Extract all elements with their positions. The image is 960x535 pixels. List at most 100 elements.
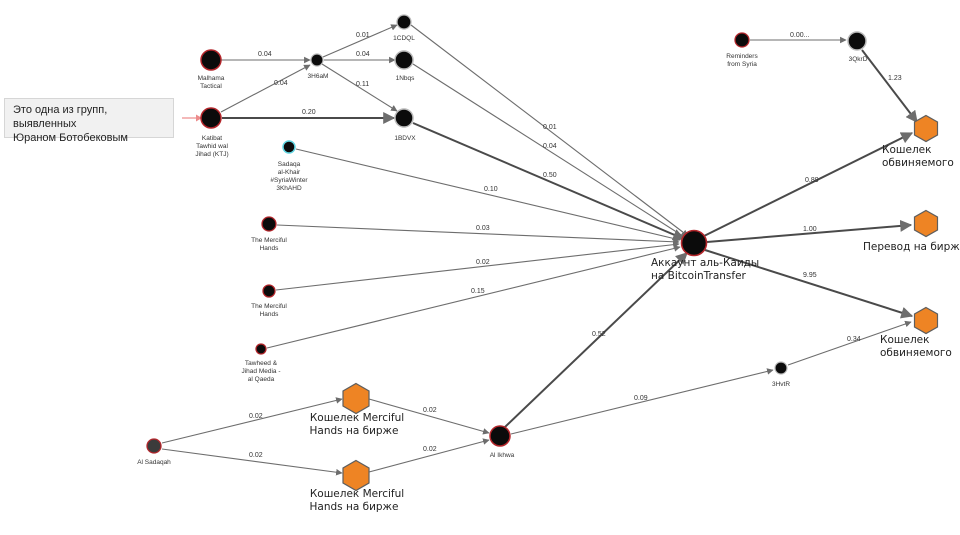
node-label: Кошелек	[882, 144, 931, 156]
edge-label: 0.10	[484, 186, 498, 193]
node-label: 1BDVX	[394, 135, 416, 142]
edge-alikhwa-3hvtr	[510, 368, 774, 435]
edge-sadaqa-aq	[295, 148, 681, 242]
node-label: 1CDQL	[393, 35, 415, 42]
node-label: The Merciful	[251, 237, 287, 244]
node-label: from Syria	[727, 61, 757, 68]
edge-merciful2-aq	[275, 241, 680, 291]
hex-exchange-transfer[interactable]: Перевод на биржу	[863, 209, 960, 254]
edge-alsadaqah-mhex2	[161, 448, 343, 476]
edge-alikhwa-aq	[504, 252, 688, 428]
edge-label: 0.52	[592, 331, 606, 338]
edge-label: 1.23	[888, 75, 902, 82]
node-al-sadaqah[interactable]: Al Sadaqah	[137, 438, 171, 466]
edge-aq-wallet2	[704, 249, 914, 319]
edge-1cdql-aq	[410, 24, 689, 237]
edge-label: 0.15	[471, 288, 485, 295]
callout-line-2: Юраном Ботобековым	[13, 132, 128, 144]
edge-label: 0.00...	[790, 32, 810, 39]
edge-label: 9.95	[803, 272, 817, 279]
node-reminders[interactable]: Reminders from Syria	[726, 32, 758, 68]
node-label: al-Khair	[278, 169, 301, 176]
callout-line-1: Это одна из групп, выявленных	[13, 104, 108, 130]
edge-labels: 0.04 0.04 0.20 0.01 0.04 0.11 0.01 0.04 …	[249, 32, 902, 459]
edge-mhex1-alikhwa	[368, 398, 490, 435]
node-katibat[interactable]: Katibat Tawhid wal Jihad (KTJ)	[195, 107, 229, 158]
edge-label: 0.03	[476, 225, 490, 232]
node-label: Tawhid wal	[196, 143, 228, 150]
edge-label: 0.09	[634, 395, 648, 402]
edge-label: 0.11	[356, 81, 369, 88]
node-label: обвиняемого	[880, 347, 952, 359]
callout-note: Это одна из групп, выявленных Юраном Бот…	[4, 98, 174, 144]
hex-wallet-defendant-2[interactable]: Кошелек обвиняемого	[880, 306, 952, 360]
node-al-qaeda-account[interactable]: Аккаунт аль-Каиды на BitcoinTransfer	[651, 229, 759, 283]
edge-label: 1.00	[803, 226, 817, 233]
edges	[161, 24, 918, 476]
edge-tawheed-aq	[266, 245, 681, 349]
node-label: 3HvtR	[772, 381, 790, 388]
edge-label: 0.04	[258, 51, 272, 58]
node-merciful-hands-1[interactable]: The Merciful Hands	[251, 216, 287, 252]
hex-merciful-hands-exchange-2[interactable]: Кошелек Merciful Hands на бирже	[310, 459, 405, 514]
node-label: Malhama	[198, 75, 225, 82]
edge-label: 0.02	[423, 407, 437, 414]
edge-label: 0.01	[356, 32, 370, 39]
node-merciful-hands-2[interactable]: The Merciful Hands	[251, 284, 287, 318]
node-1nbqs[interactable]: 1Nbqs	[394, 50, 416, 82]
node-al-ikhwa[interactable]: Al Ikhwa	[489, 425, 515, 459]
node-label: Reminders	[726, 53, 758, 60]
node-label: Hands на бирже	[310, 501, 399, 513]
edge-3h6am-1cdql	[322, 24, 398, 58]
edge-3h6am-1bdvx	[321, 63, 398, 112]
callout-pointer-arrow	[182, 114, 202, 122]
node-1bdvx[interactable]: 1BDVX	[394, 108, 416, 142]
edge-katibat-3h6am	[220, 64, 311, 113]
edge-label: 0.89	[805, 177, 819, 184]
edge-aq-exchange	[706, 219, 913, 243]
edge-label: 0.04	[356, 51, 370, 58]
node-label: #SyriaWinter	[270, 177, 308, 184]
node-label: Al Sadaqah	[137, 459, 171, 466]
edge-mhex2-alikhwa	[368, 438, 490, 473]
node-tawheed[interactable]: Tawheed & Jihad Media - al Qaeda	[241, 343, 281, 383]
node-label: Jihad (KTJ)	[195, 151, 228, 158]
node-label: Jihad Media -	[241, 368, 280, 375]
hex-wallet-defendant-1[interactable]: Кошелек обвиняемого	[882, 114, 954, 170]
edge-label: 0.04	[274, 80, 288, 87]
node-label: Кошелек	[880, 334, 929, 346]
node-label: The Merciful	[251, 303, 287, 310]
node-label: 3KhAHD	[276, 185, 302, 192]
edge-3qkrd-wallet1	[861, 49, 918, 123]
node-label: на BitcoinTransfer	[651, 270, 747, 282]
edge-label: 0.34	[847, 336, 861, 343]
edge-label: 0.02	[423, 446, 437, 453]
node-label: Hands на бирже	[310, 425, 399, 437]
node-label: обвиняемого	[882, 157, 954, 169]
edge-label: 0.02	[249, 413, 263, 420]
node-label: Al Ikhwa	[490, 452, 515, 459]
edge-label: 0.02	[476, 259, 490, 266]
node-label: Hands	[260, 311, 280, 318]
node-label: Перевод на биржу	[863, 241, 960, 253]
node-label: Katibat	[202, 135, 222, 142]
edge-label: 0.04	[543, 143, 557, 150]
edge-label: 0.02	[249, 452, 263, 459]
node-sadaqa[interactable]: Sadaqa al-Khair #SyriaWinter 3KhAHD	[270, 140, 308, 192]
node-label: Кошелек Merciful	[310, 412, 404, 424]
node-3qkrd[interactable]: 3QkrD	[847, 31, 868, 63]
node-3h6am[interactable]: 3H6aM	[308, 53, 329, 80]
edge-label: 0.50	[543, 172, 557, 179]
node-1cdql[interactable]: 1CDQL	[393, 14, 415, 42]
edge-3hvtr-wallet2	[787, 320, 912, 366]
node-label: Sadaqa	[278, 161, 301, 168]
hex-merciful-hands-exchange-1[interactable]: Кошелек Merciful Hands на бирже	[310, 382, 405, 438]
edge-alsadaqah-mhex1	[161, 397, 343, 444]
node-label: 1Nbqs	[396, 75, 416, 82]
node-malhama[interactable]: Malhama Tactical	[198, 49, 225, 90]
node-3hvtr[interactable]: 3HvtR	[772, 361, 790, 388]
edge-1bdvx-aq	[412, 122, 686, 241]
edge-label: 0.01	[543, 124, 557, 131]
edge-aq-wallet1	[703, 132, 914, 237]
